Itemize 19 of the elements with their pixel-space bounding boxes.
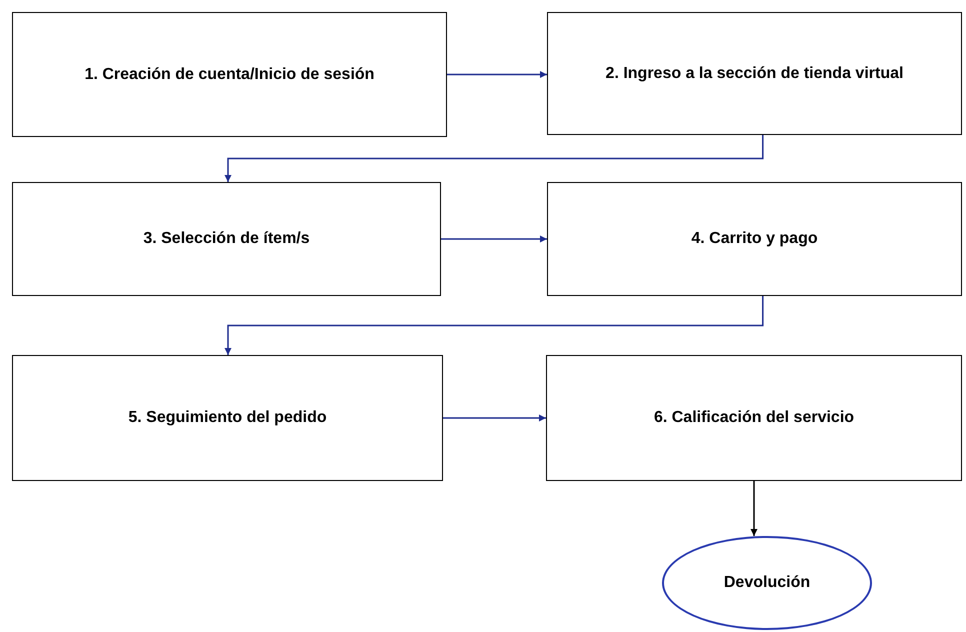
process-box (547, 182, 962, 296)
step-label: 6. Calificación del servicio (654, 409, 854, 427)
step-label: 3. Selección de ítem/s (143, 230, 310, 248)
arrow (443, 414, 546, 422)
process-box (547, 12, 962, 135)
step-label: 4. Carrito y pago (691, 230, 818, 248)
arrow (750, 481, 758, 536)
step-label: Devolución (724, 574, 810, 592)
process-box (12, 182, 441, 296)
step-label: 5. Seguimiento del pedido (128, 409, 327, 427)
step-label: 1. Creación de cuenta/Inicio de sesión (84, 66, 374, 84)
arrow (224, 296, 764, 355)
arrow (224, 135, 764, 182)
step-label: 2. Ingreso a la sección de tienda virtual (606, 64, 904, 82)
process-box (546, 355, 962, 481)
arrow (447, 71, 547, 78)
arrow (441, 236, 547, 242)
process-box (12, 12, 447, 137)
process-box (12, 355, 443, 481)
